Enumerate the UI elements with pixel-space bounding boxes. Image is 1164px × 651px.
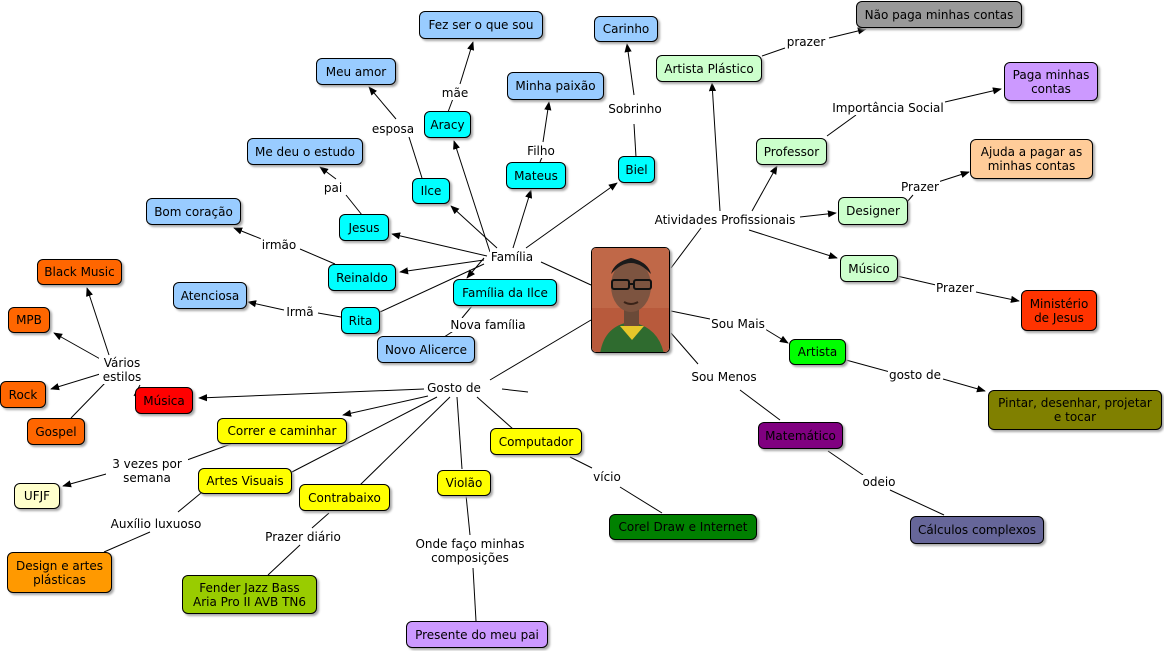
concept-biel[interactable]: Biel: [618, 156, 655, 183]
link-irma: Irmã: [285, 305, 315, 319]
concept-professor[interactable]: Professor: [756, 138, 827, 165]
concept-black-music[interactable]: Black Music: [37, 259, 122, 285]
concept-artes-visuais[interactable]: Artes Visuais: [198, 468, 292, 494]
concept-ilce[interactable]: Ilce: [412, 178, 450, 204]
concept-me-deu-o-estudo[interactable]: Me deu o estudo: [247, 138, 363, 165]
concept-presente-do-meu-pai[interactable]: Presente do meu pai: [406, 621, 548, 648]
concept-calculos-complexos[interactable]: Cálculos complexos: [910, 516, 1044, 544]
concept-ministerio-de-jesus[interactable]: Ministério de Jesus: [1021, 290, 1097, 331]
concept-pintar-desenhar[interactable]: Pintar, desenhar, projetar e tocar: [988, 390, 1162, 430]
concept-matematico[interactable]: Matemático: [758, 422, 843, 449]
concept-bom-coracao[interactable]: Bom coração: [146, 198, 241, 225]
concept-jesus[interactable]: Jesus: [339, 214, 389, 241]
concept-familia-da-ilce[interactable]: Família da Ilce: [453, 279, 557, 306]
link-pai: pai: [322, 181, 344, 195]
concept-contrabaixo[interactable]: Contrabaixo: [299, 484, 390, 511]
concept-designer[interactable]: Designer: [838, 197, 908, 225]
concept-violao[interactable]: Violão: [437, 470, 491, 496]
concept-musica[interactable]: Música: [135, 387, 193, 414]
concept-carinho[interactable]: Carinho: [594, 16, 658, 42]
link-prazer-diario: Prazer diário: [264, 530, 342, 544]
link-sou-menos: Sou Menos: [690, 370, 758, 384]
concept-mpb[interactable]: MPB: [8, 307, 50, 333]
concept-rock[interactable]: Rock: [0, 381, 46, 408]
concept-corel-draw[interactable]: Corel Draw e Internet: [609, 514, 757, 540]
concept-musico[interactable]: Músico: [840, 255, 898, 282]
link-auxilio-luxuoso: Auxílio luxuoso: [109, 517, 203, 531]
link-tres-vezes: 3 vezes por semana: [106, 457, 188, 485]
concept-aracy[interactable]: Aracy: [424, 111, 471, 138]
link-sou-mais: Sou Mais: [710, 317, 766, 331]
concept-paga-minhas-contas[interactable]: Paga minhas contas: [1004, 62, 1098, 101]
link-sobrinho: Sobrinho: [607, 102, 663, 116]
link-gosto-de: gosto de: [887, 368, 943, 382]
link-prazer-designer: Prazer: [900, 180, 940, 194]
concept-meu-amor[interactable]: Meu amor: [316, 58, 396, 85]
link-prazer-musico: Prazer: [935, 281, 975, 295]
concept-rita[interactable]: Rita: [341, 307, 380, 334]
link-odeio: odeio: [861, 475, 897, 489]
concept-fez-ser-o-que-sou[interactable]: Fez ser o que sou: [419, 11, 543, 39]
link-onde-faco: Onde faço minhas composições: [411, 537, 529, 565]
concept-artista[interactable]: Artista: [789, 339, 846, 365]
concept-nao-paga-minhas-contas[interactable]: Não paga minhas contas: [856, 1, 1022, 28]
concept-minha-paixao[interactable]: Minha paixão: [507, 72, 604, 100]
link-filho: Filho: [526, 144, 556, 158]
link-irmao: irmão: [260, 238, 298, 252]
concept-gospel[interactable]: Gospel: [27, 418, 85, 445]
link-prazer: prazer: [785, 35, 827, 49]
concept-gosto-de[interactable]: Gosto de: [426, 381, 482, 395]
concept-computador[interactable]: Computador: [490, 428, 582, 455]
link-vicio: vício: [592, 470, 622, 484]
concept-reinaldo[interactable]: Reinaldo: [328, 264, 396, 291]
concept-design-e-artes[interactable]: Design e artes plásticas: [7, 552, 112, 593]
concept-mateus[interactable]: Mateus: [506, 162, 566, 189]
concept-ajuda-a-pagar[interactable]: Ajuda a pagar as minhas contas: [970, 139, 1093, 179]
link-esposa: esposa: [370, 122, 416, 136]
link-mae: mãe: [440, 86, 470, 100]
concept-fender-jazz-bass[interactable]: Fender Jazz Bass Aria Pro II AVB TN6: [182, 575, 317, 614]
person-photo-icon: [591, 247, 670, 353]
concept-atenciosa[interactable]: Atenciosa: [173, 282, 247, 309]
link-importancia-social: Importância Social: [831, 101, 945, 115]
concept-novo-alicerce[interactable]: Novo Alicerce: [377, 336, 475, 363]
concept-ufjf[interactable]: UFJF: [14, 483, 60, 509]
concept-artista-plastico[interactable]: Artista Plástico: [656, 55, 762, 82]
link-varios-estilos: Vários estilos: [99, 356, 145, 384]
concept-atividades-profissionais[interactable]: Atividades Profissionais: [653, 213, 797, 227]
link-nova-familia: Nova família: [449, 318, 527, 332]
concept-familia[interactable]: Família: [489, 250, 535, 264]
concept-correr-e-caminhar[interactable]: Correr e caminhar: [217, 418, 347, 444]
